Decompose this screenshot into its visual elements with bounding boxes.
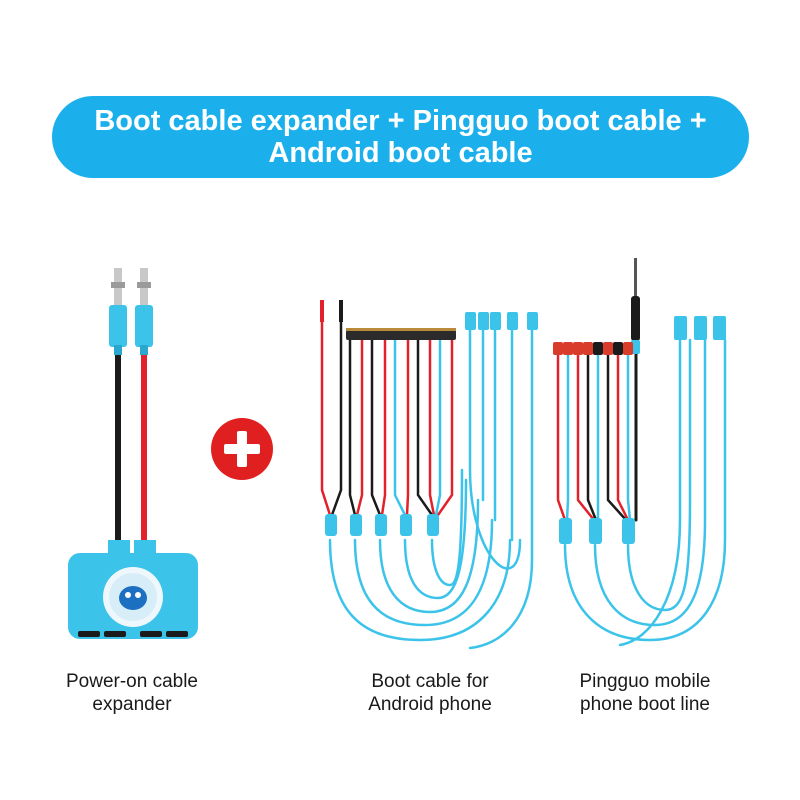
banana-plug-red bbox=[135, 268, 153, 355]
caption-android-boot-cable: Boot cable for Android phone bbox=[330, 670, 530, 716]
title-line-2: Android boot cable bbox=[268, 137, 533, 169]
plus-badge bbox=[211, 418, 273, 480]
android-connectors bbox=[320, 300, 538, 536]
title-line-1: Boot cable expander + Pingguo boot cable… bbox=[94, 105, 707, 137]
pingguo-connectors bbox=[553, 258, 726, 544]
caption-line: expander bbox=[92, 694, 172, 715]
caption-pingguo-boot-line: Pingguo mobile phone boot line bbox=[545, 670, 745, 716]
caption-line: Power-on cable bbox=[65, 671, 199, 692]
android-boot-cable-set bbox=[320, 318, 534, 650]
title-banner: Boot cable expander + Pingguo boot cable… bbox=[52, 96, 749, 178]
caption-line: phone boot line bbox=[580, 694, 710, 715]
power-on-cable-expander bbox=[68, 268, 198, 639]
caption-line: Pingguo mobile bbox=[579, 671, 711, 692]
banana-plug-black bbox=[109, 268, 127, 355]
pingguo-boot-cable-set bbox=[556, 338, 727, 647]
caption-line: Boot cable for bbox=[371, 671, 489, 692]
caption-line: Android phone bbox=[368, 694, 492, 715]
caption-power-on-cable-expander: Power-on cable expander bbox=[32, 670, 232, 716]
